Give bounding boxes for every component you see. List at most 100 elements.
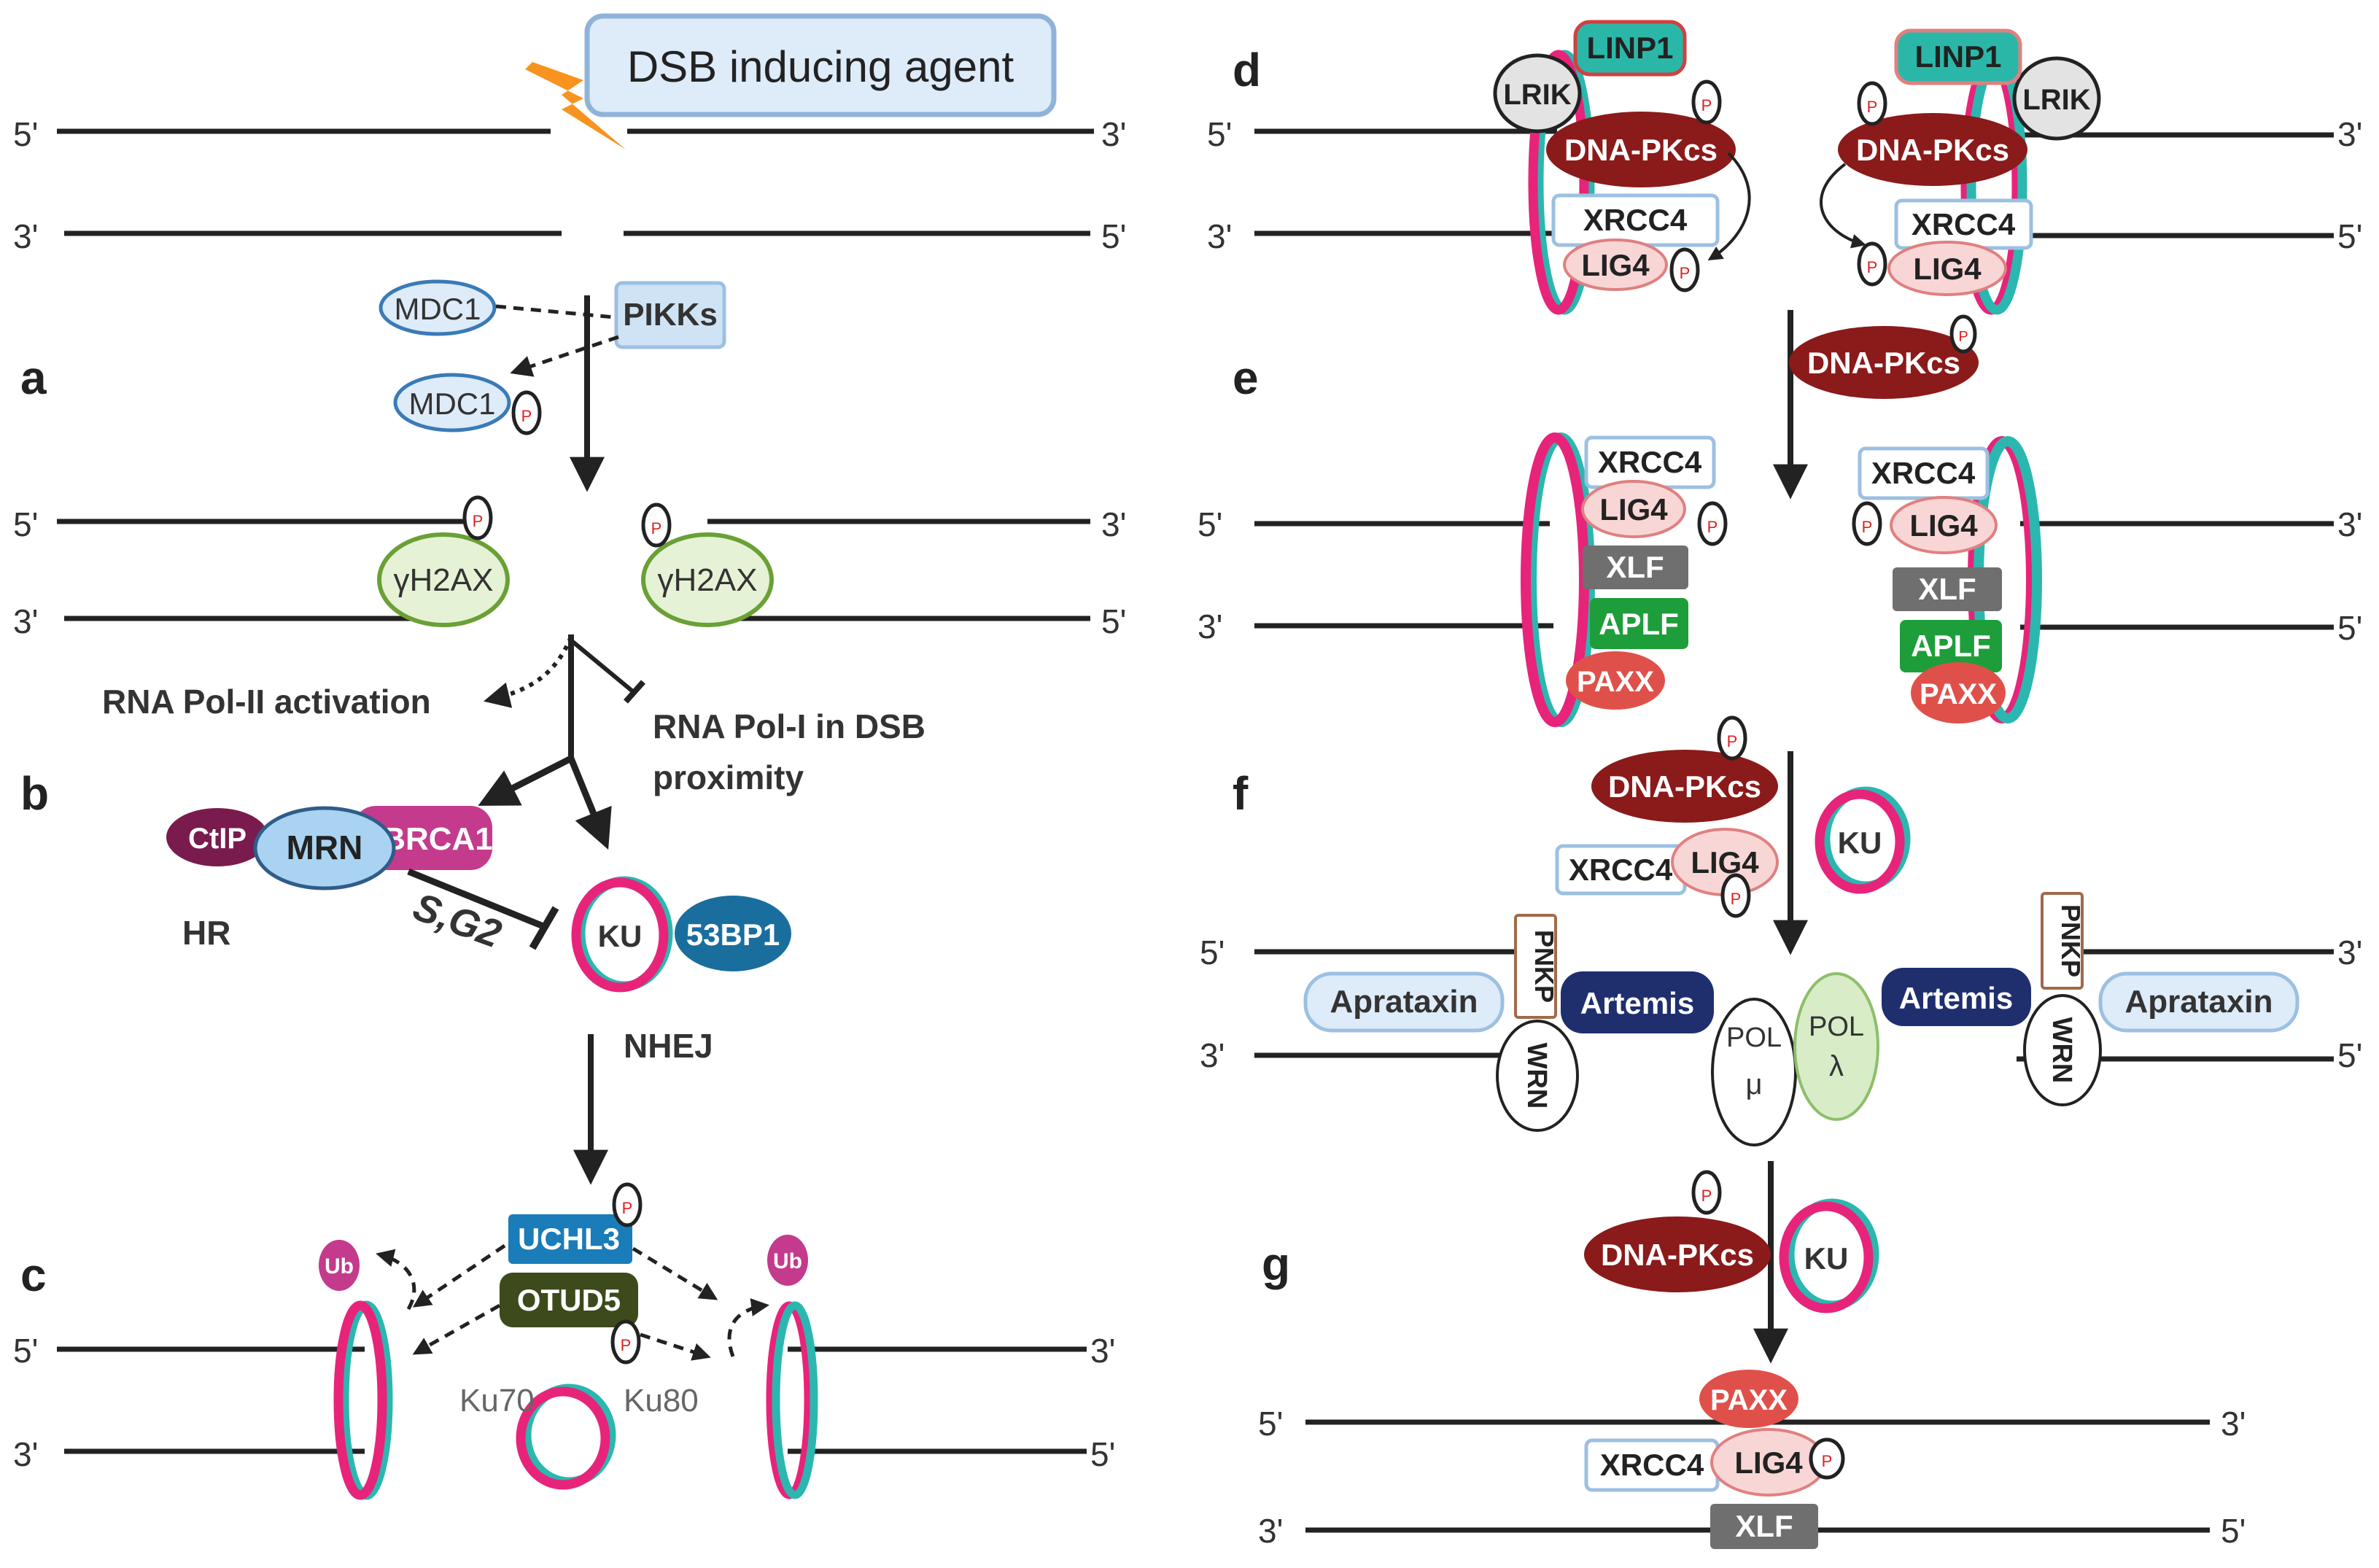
mdc1-top: MDC1 — [379, 279, 497, 336]
diagram-label: XLF — [1606, 550, 1664, 584]
diagram-label: XRCC4 — [1598, 445, 1702, 479]
diagram-label: KU — [1804, 1241, 1849, 1276]
diagram-label: Ub — [773, 1249, 802, 1273]
ku-ring-free — [516, 1383, 616, 1490]
diagram-label: 5' — [1198, 505, 1222, 543]
diagram-label: 3' — [2337, 115, 2362, 153]
lig4-d-left: LIG4 P — [1563, 238, 1700, 292]
panel-label-a: a — [20, 352, 47, 404]
ku-ring-f: KU — [1815, 786, 1911, 894]
diagram-label: APLF — [1599, 607, 1679, 641]
diagram-label: DNA-PKcs — [1564, 133, 1718, 167]
phospho-arrow — [1707, 152, 1751, 261]
diagram-label: γH2AX — [658, 562, 758, 598]
lightning-icon — [525, 62, 626, 150]
diagram-label: 5' — [2337, 609, 2362, 647]
dna-top — [57, 128, 1094, 236]
diagram-label: DNA-PKcs — [1601, 1238, 1754, 1272]
mrn-box: MRN — [253, 806, 396, 890]
diagram-label: PAXX — [1710, 1384, 1788, 1416]
lig4-g: LIG4 P — [1710, 1428, 1845, 1497]
ub-right: Ub — [767, 1235, 808, 1286]
end-label: 5' — [1101, 217, 1126, 255]
diagram-label: 3' — [2337, 505, 2362, 543]
diagram-label: CtIP — [188, 823, 247, 855]
dnapkcs-g: DNA-PKcs P — [1584, 1170, 1771, 1292]
pol1-label-line1: RNA Pol-I in DSB — [653, 707, 925, 745]
paxx-e-right: PAXX — [1911, 662, 2006, 723]
diagram-label: DNA-PKcs — [1608, 769, 1761, 804]
diagram-label: LIG4 — [1691, 845, 1759, 880]
end-label: 3' — [1101, 115, 1126, 153]
xrcc4-f: XRCC4 — [1555, 844, 1687, 896]
dna-a — [57, 519, 1090, 621]
aplf-e-left: APLF — [1590, 598, 1688, 649]
diagram-label: BRCA1 — [382, 821, 493, 857]
diagram-label: MDC1 — [394, 292, 481, 326]
panel-label-g: g — [1262, 1238, 1290, 1290]
mdc1-phospho: MDC1 P — [393, 373, 542, 435]
xrcc4-d-right: XRCC4 — [1894, 198, 2033, 250]
diagram-label: APLF — [1911, 629, 1991, 663]
panel-label-c: c — [20, 1249, 47, 1301]
diagram-label: PAXX — [1577, 666, 1654, 698]
pol-mu: POL μ — [1711, 998, 1797, 1146]
lig4-e-left: LIG4 P — [1581, 480, 1728, 546]
diagram-label: KU — [598, 919, 643, 953]
53bp1-box: 53BP1 — [675, 896, 791, 971]
diagram-label: XRCC4 — [1600, 1448, 1704, 1482]
pol-lambda: POL λ — [1793, 972, 1879, 1121]
pol1-label-line2: proximity — [653, 758, 804, 796]
diagram-label: Ub — [325, 1254, 354, 1278]
diagram-label: LINP1 — [1586, 31, 1673, 65]
dnapkcs-d-left: DNA-PKcs P — [1546, 79, 1736, 187]
artemis-left: Artemis — [1561, 971, 1714, 1033]
diagram-label: P — [1701, 1187, 1712, 1205]
diagram-label: 5' — [1101, 602, 1126, 640]
diagram-label: μ — [1745, 1068, 1762, 1101]
diagram-label: XRCC4 — [1871, 456, 1976, 490]
ctip-box: CtIP — [166, 808, 268, 866]
diagram-label: 5' — [13, 505, 38, 543]
diagram-label: P — [1727, 732, 1738, 750]
nhej-label: NHEJ — [624, 1027, 713, 1065]
ub-left: Ub — [319, 1240, 360, 1291]
diagram-label: P — [651, 519, 662, 537]
diagram-label: 3' — [2337, 934, 2362, 971]
diagram-label: Artemis — [1580, 986, 1694, 1020]
diagram-label: P — [1867, 258, 1878, 276]
panel-label-e: e — [1233, 352, 1259, 404]
pnkp-left: PNKP — [1514, 914, 1559, 1019]
uchl3-box: UCHL3 P — [508, 1182, 643, 1264]
diagram-label: LRIK — [2022, 84, 2090, 116]
dna-e — [1254, 521, 2334, 630]
diagram-label: LRIK — [1503, 79, 1571, 111]
gh2ax-right: γH2AX P — [641, 502, 774, 627]
diagram-label: LIG4 — [1734, 1445, 1803, 1480]
diagram-label: XLF — [1918, 572, 1976, 606]
diagram-label: 3' — [1200, 1036, 1225, 1074]
diagram-label: 3' — [1101, 505, 1126, 543]
diagram-label: 3' — [1090, 1332, 1115, 1370]
nhej-arrow — [567, 757, 612, 850]
diagram-label: DNA-PKcs — [1856, 133, 2009, 167]
diagram-label: PIKKs — [623, 297, 718, 333]
diagram-label: WRN — [2046, 1017, 2077, 1084]
xrcc4-g: XRCC4 — [1584, 1438, 1720, 1492]
otud5-box: OTUD5 P — [500, 1273, 641, 1365]
ku-ring-d-left — [1528, 50, 1595, 315]
diagram-label: POL — [1726, 1022, 1782, 1053]
diagram-label: LIG4 — [1909, 508, 1978, 543]
diagram-label: XRCC4 — [1569, 853, 1673, 887]
aplf-e-right: APLF — [1900, 620, 2002, 672]
pikks-box: PIKKs — [614, 281, 726, 349]
xrcc4-d-left: XRCC4 — [1551, 193, 1720, 247]
dashed-line — [495, 304, 615, 319]
xlf-g: XLF — [1710, 1504, 1818, 1549]
inhibition-bar — [624, 680, 645, 704]
diagram-label: XLF — [1735, 1509, 1793, 1543]
gh2ax-left: γH2AX P — [377, 495, 510, 627]
inhibition-line — [570, 638, 636, 695]
ku70-label: Ku70 — [459, 1383, 535, 1418]
diagram-label: LIG4 — [1599, 492, 1668, 527]
